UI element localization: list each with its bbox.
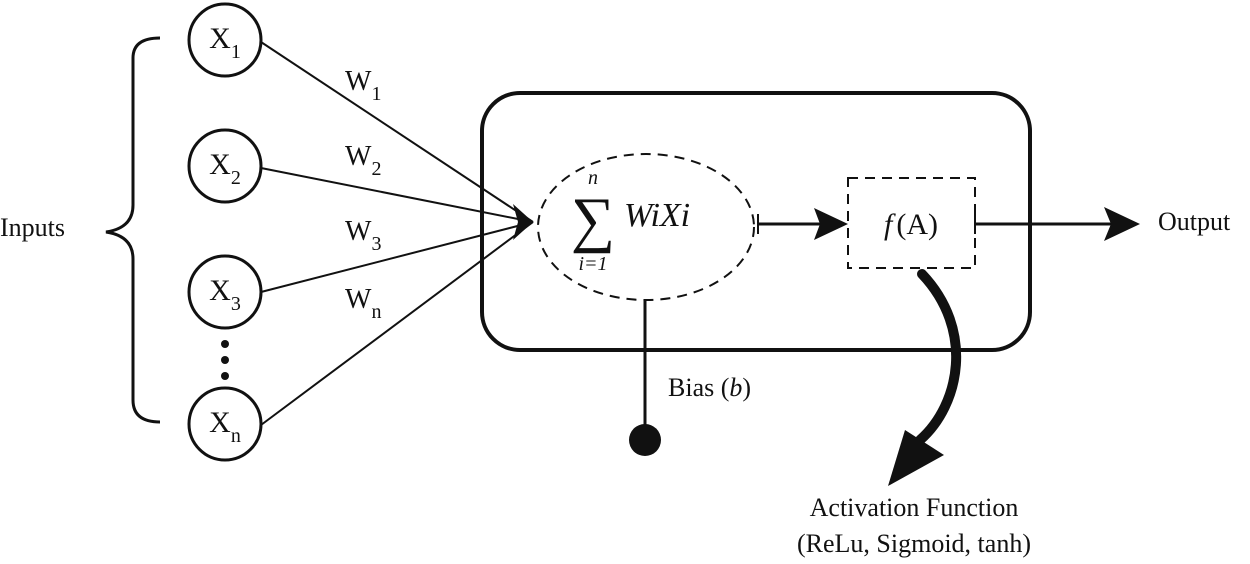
svg-text:X2: X2 [209, 148, 241, 189]
activation-expression: f(A) [884, 208, 938, 241]
connection-line-3 [260, 221, 534, 293]
input-node-1-base: X [209, 22, 231, 55]
input-node-1-sub: 1 [231, 41, 241, 63]
svg-text:Xn: Xn [209, 406, 241, 447]
sigma-symbol: ∑ [571, 186, 615, 254]
arrowhead-activation [814, 208, 848, 240]
input-node-n-base: X [209, 406, 231, 439]
connection-line-2 [260, 167, 534, 223]
output-arrowhead [1104, 207, 1140, 241]
svg-text:X1: X1 [209, 22, 241, 63]
neuron-body [480, 91, 1032, 352]
activation-curve-arrowhead [888, 430, 944, 486]
output-label: Output [1158, 207, 1231, 236]
summation-formula: n ∑ i=1 WiXi [571, 167, 690, 275]
activation-caption-line2: (ReLu, Sigmoid, tanh) [797, 529, 1031, 558]
bias-node [629, 424, 661, 456]
input-node-2: X2 [187, 128, 263, 204]
weight-label-n: Wn [345, 284, 381, 323]
bias-label: Bias (b) [668, 373, 751, 402]
input-node-1: X1 [187, 2, 263, 78]
connection-line-n [260, 221, 534, 426]
input-node-3-base: X [209, 274, 231, 307]
converging-arrowhead [513, 204, 533, 240]
summation-upper: n [588, 167, 598, 189]
activation-curve-arrow [915, 269, 962, 445]
inputs-label: Inputs [0, 213, 65, 242]
input-node-3: X3 [187, 254, 263, 330]
weight-label-1: W1 [345, 66, 381, 105]
input-node-n-sub: n [231, 425, 241, 447]
input-node-2-sub: 2 [231, 167, 241, 189]
weight-label-3: W3 [345, 216, 381, 255]
connection-line-1 [260, 41, 534, 223]
weight-label-2: W2 [345, 141, 381, 180]
weight-connections [260, 41, 534, 426]
activation-caption-line1: Activation Function [810, 493, 1019, 522]
input-node-3-sub: 3 [231, 293, 241, 315]
summation-lower: i=1 [578, 253, 607, 275]
inputs-brace [105, 36, 161, 424]
ellipsis-dots [221, 340, 229, 380]
svg-text:X3: X3 [209, 274, 241, 315]
input-node-n: Xn [187, 386, 263, 462]
input-node-2-base: X [209, 148, 231, 181]
summation-term: WiXi [624, 197, 690, 234]
